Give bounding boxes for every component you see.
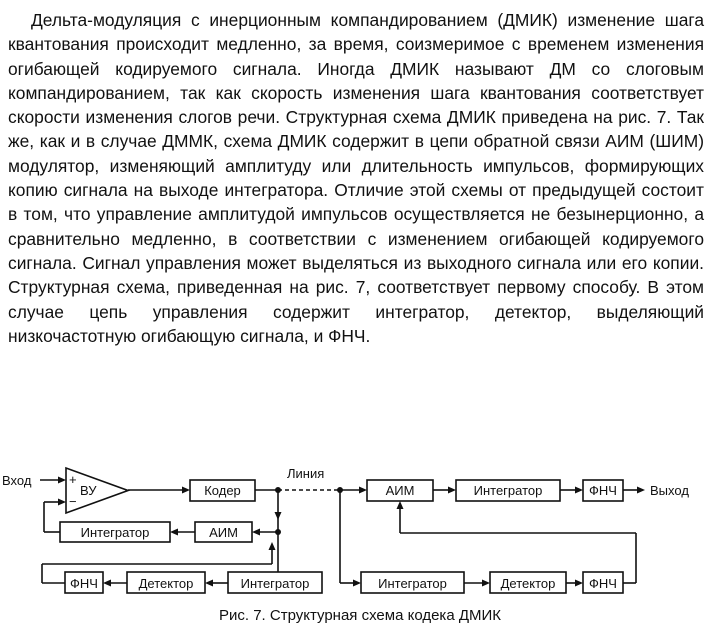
amp-label: ВУ <box>80 483 97 498</box>
codec-block-diagram: + − ВУ Вход Кодер Линия Интегратор АИМ И… <box>2 466 689 594</box>
decoder-integrator-label: Интегратор <box>474 483 543 498</box>
encoder-aim-label: АИМ <box>209 525 238 540</box>
encoder-detector-label: Детектор <box>139 576 194 591</box>
encoder-label: Кодер <box>204 483 241 498</box>
body-paragraph: Дельта-модуляция с инерционным компандир… <box>8 10 704 346</box>
amp-minus-sign: − <box>69 494 77 509</box>
encoder-integrator2-label: Интегратор <box>241 576 310 591</box>
amplifier-triangle <box>65 466 131 515</box>
encoder-lpf-label: ФНЧ <box>70 576 98 591</box>
figure-caption: Рис. 7. Структурная схема кодека ДМИК <box>218 607 502 624</box>
decoder-integrator2-label: Интегратор <box>378 576 447 591</box>
output-label: Выход <box>650 483 689 498</box>
decoder-aim-label: АИМ <box>386 483 415 498</box>
encoder-integrator-label: Интегратор <box>81 525 150 540</box>
input-label: Вход <box>2 473 32 488</box>
line-label: Линия <box>287 466 324 481</box>
decoder-lpf-label: ФНЧ <box>589 483 617 498</box>
amp-plus-sign: + <box>69 472 77 487</box>
decoder-lpf2-label: ФНЧ <box>589 576 617 591</box>
decoder-detector-label: Детектор <box>501 576 556 591</box>
